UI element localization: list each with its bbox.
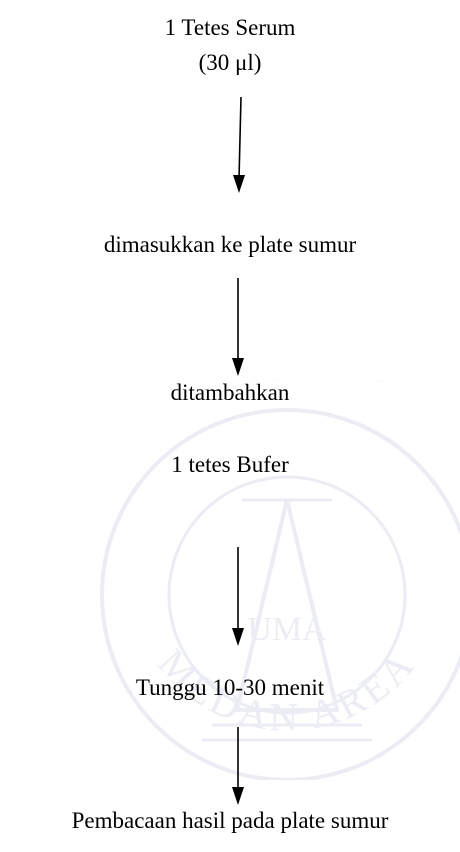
arrow-down-icon: [232, 727, 244, 805]
arrow-down-icon: [233, 96, 245, 193]
watermark-center-text: UMA: [247, 611, 327, 648]
step-add: ditambahkan: [170, 380, 290, 405]
step-insert-into-plate: dimasukkan ke plate sumur: [103, 232, 357, 257]
step-serum-title: 1 Tetes Serum: [164, 15, 296, 40]
arrow-down-icon: [232, 547, 244, 646]
arrow-down-icon: [232, 278, 244, 376]
step-buffer: 1 tetes Bufer: [171, 452, 289, 477]
step-read-result: Pembacaan hasil pada plate sumur: [71, 808, 389, 833]
step-serum-volume: (30 μl): [198, 50, 262, 75]
step-wait: Tunggu 10-30 menit: [135, 675, 325, 700]
university-seal-watermark: UNIVERSITAS MEDAN AREA UMA: [92, 380, 460, 780]
